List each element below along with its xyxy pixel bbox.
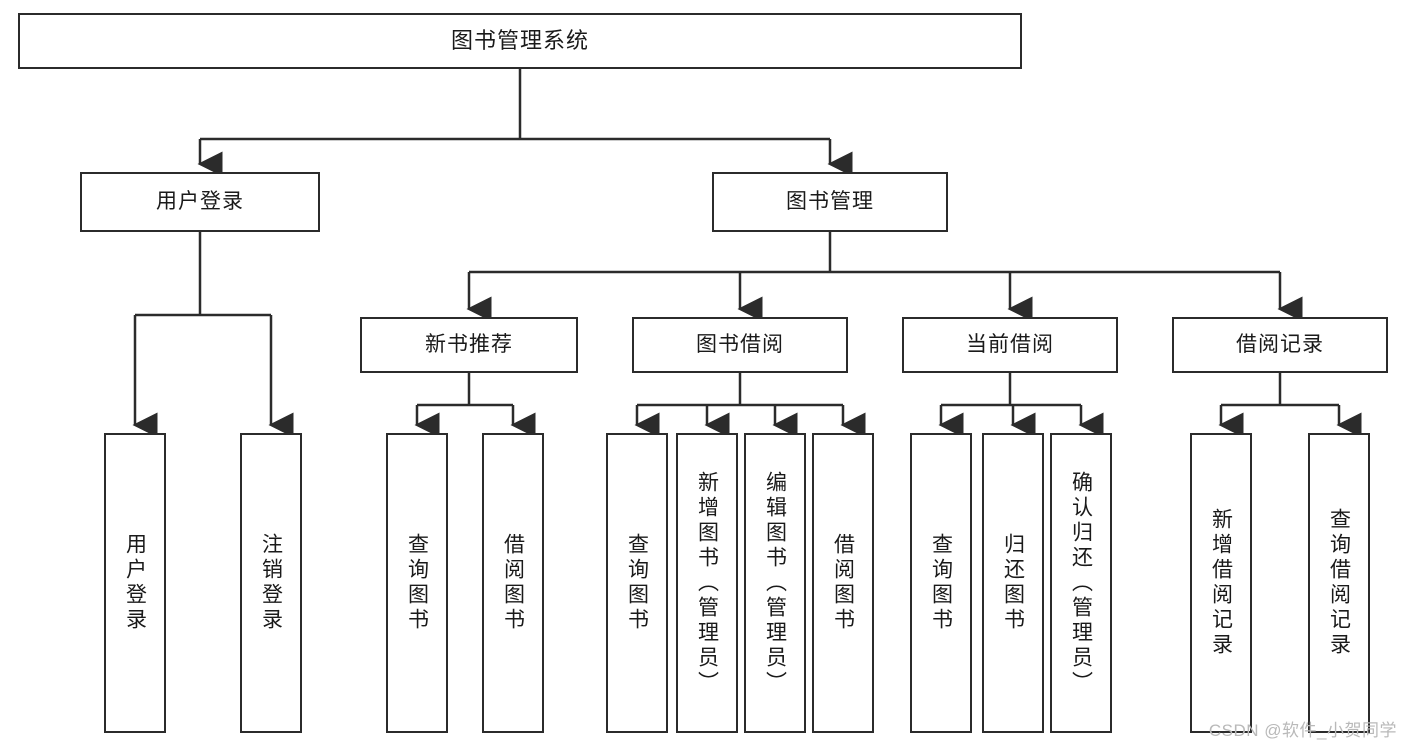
leaf-label: 查询借阅记录 (1327, 508, 1351, 658)
node-leaf-return-book[interactable]: 归还图书 (982, 433, 1044, 733)
leaf-label: 新增图书（管理员） (695, 470, 719, 696)
node-leaf-edit-book-admin[interactable]: 编辑图书（管理员） (744, 433, 806, 733)
leaf-label: 确认归还（管理员） (1069, 470, 1093, 696)
node-borrow-record[interactable]: 借阅记录 (1172, 317, 1388, 373)
node-root[interactable]: 图书管理系统 (18, 13, 1022, 69)
leaf-label: 归还图书 (1001, 533, 1025, 633)
node-leaf-query-book-1[interactable]: 查询图书 (386, 433, 448, 733)
node-leaf-logout[interactable]: 注销登录 (240, 433, 302, 733)
leaf-label: 借阅图书 (501, 533, 525, 633)
leaf-label: 查询图书 (625, 533, 649, 633)
node-user-login[interactable]: 用户登录 (80, 172, 320, 232)
node-leaf-borrow-book-1[interactable]: 借阅图书 (482, 433, 544, 733)
node-leaf-query-borrow-record[interactable]: 查询借阅记录 (1308, 433, 1370, 733)
leaf-label: 注销登录 (259, 533, 283, 633)
leaf-label: 借阅图书 (831, 533, 855, 633)
leaf-label: 编辑图书（管理员） (763, 470, 787, 696)
leaf-label: 用户登录 (123, 533, 147, 633)
node-current-borrow[interactable]: 当前借阅 (902, 317, 1118, 373)
node-leaf-add-borrow-record[interactable]: 新增借阅记录 (1190, 433, 1252, 733)
node-leaf-confirm-return-admin[interactable]: 确认归还（管理员） (1050, 433, 1112, 733)
node-leaf-user-login[interactable]: 用户登录 (104, 433, 166, 733)
node-leaf-add-book-admin[interactable]: 新增图书（管理员） (676, 433, 738, 733)
node-leaf-query-book-2[interactable]: 查询图书 (606, 433, 668, 733)
leaf-label: 新增借阅记录 (1209, 508, 1233, 658)
node-book-borrow[interactable]: 图书借阅 (632, 317, 848, 373)
leaf-label: 查询图书 (929, 533, 953, 633)
leaf-label: 查询图书 (405, 533, 429, 633)
node-book-manage[interactable]: 图书管理 (712, 172, 948, 232)
node-new-book-recommend[interactable]: 新书推荐 (360, 317, 578, 373)
node-leaf-borrow-book-2[interactable]: 借阅图书 (812, 433, 874, 733)
node-leaf-query-book-3[interactable]: 查询图书 (910, 433, 972, 733)
